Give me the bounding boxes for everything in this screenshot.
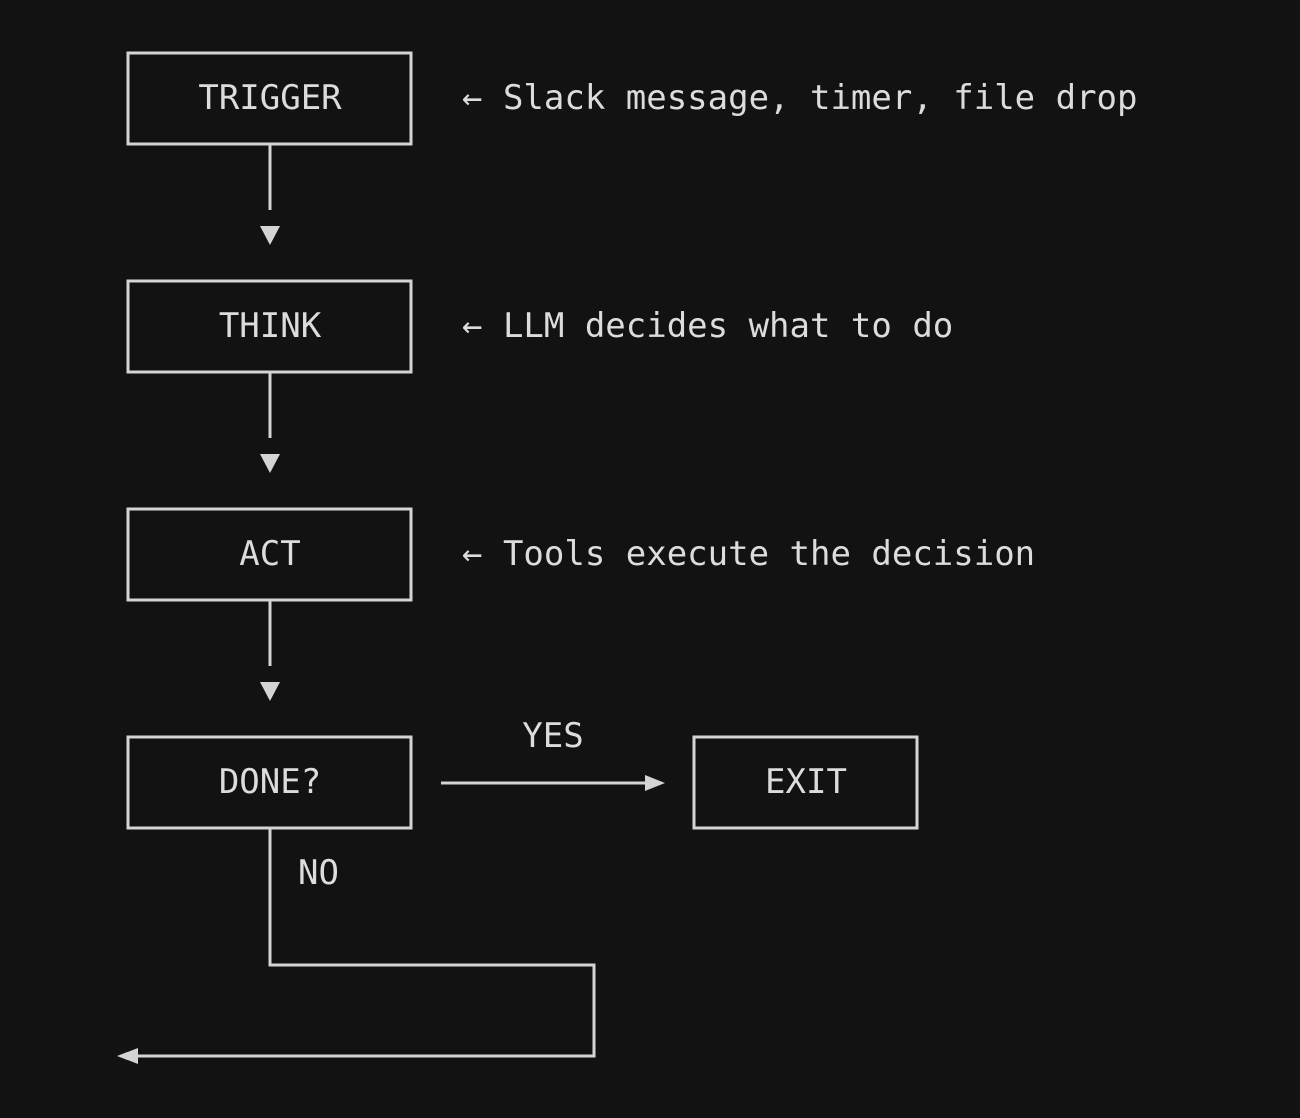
act-box <box>126 507 413 602</box>
arrowhead-left-icon <box>117 1048 138 1064</box>
act-note: ← Tools execute the decision <box>462 534 1035 574</box>
done-box <box>126 735 413 830</box>
arrow-trigger-to-think <box>260 145 280 245</box>
act-label: ACT <box>239 534 300 574</box>
trigger-box <box>126 51 413 146</box>
think-box <box>126 279 413 374</box>
done-node: DONE? <box>126 735 413 830</box>
no-label: NO <box>298 853 339 893</box>
trigger-node: TRIGGER <box>126 51 413 146</box>
act-node: ACT <box>126 507 413 602</box>
arrowhead-down-icon <box>260 682 280 701</box>
arrow-act-to-done <box>260 601 280 701</box>
think-node: THINK <box>126 279 413 374</box>
arrow-yes-to-exit <box>441 775 665 791</box>
exit-node: EXIT <box>692 735 919 830</box>
think-label: THINK <box>219 306 322 346</box>
think-note: ← LLM decides what to do <box>462 306 953 346</box>
done-label: DONE? <box>219 762 321 802</box>
trigger-label: TRIGGER <box>198 78 342 118</box>
exit-label: EXIT <box>765 762 847 802</box>
trigger-note: ← Slack message, timer, file drop <box>462 78 1138 118</box>
exit-box <box>692 735 919 830</box>
arrowhead-right-icon <box>645 775 665 791</box>
arrow-no-loop-back <box>117 829 596 1064</box>
arrowhead-down-icon <box>260 454 280 473</box>
arrow-think-to-act <box>260 373 280 473</box>
yes-label: YES <box>522 716 583 756</box>
arrowhead-down-icon <box>260 226 280 245</box>
